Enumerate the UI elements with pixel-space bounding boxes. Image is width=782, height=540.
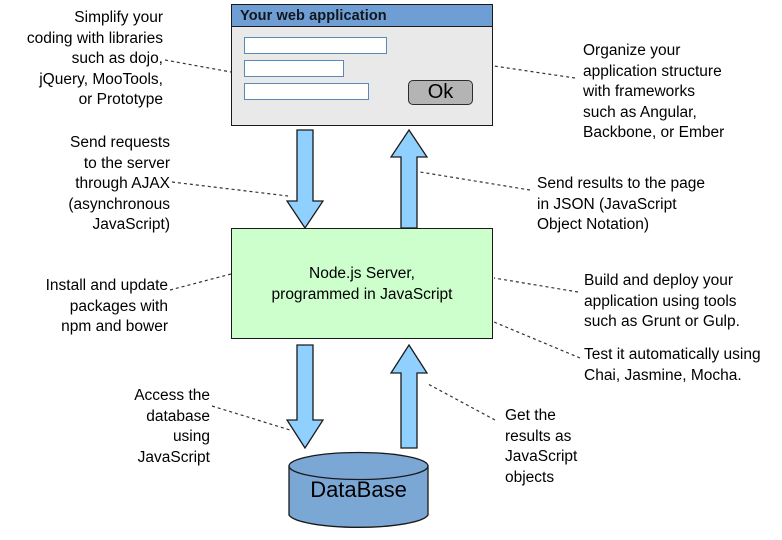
note-json: Send results to the page in JSON (JavaSc…	[537, 175, 706, 233]
connector-build	[493, 277, 579, 293]
server-label: Node.js Server, programmed in JavaScript	[271, 264, 453, 303]
connector-json	[419, 171, 531, 191]
window-body: Ok	[232, 27, 492, 125]
connector-packages	[169, 273, 232, 291]
web-application-window: Your web application Ok	[231, 4, 493, 126]
form-input-1[interactable]	[244, 37, 387, 54]
nodejs-server-box: Node.js Server, programmed in JavaScript	[231, 228, 493, 339]
connector-db-access	[211, 405, 291, 431]
connector-ajax	[171, 181, 289, 197]
server-to-web-arrow	[390, 129, 428, 229]
window-title: Your web application	[240, 7, 387, 24]
note-test: Test it automatically using Chai, Jasmin…	[584, 346, 761, 384]
connector-frameworks	[493, 65, 576, 79]
note-frameworks: Organize your application structure with…	[583, 42, 725, 141]
connector-libraries	[164, 59, 232, 73]
form-input-2[interactable]	[244, 60, 344, 77]
server-to-db-arrow	[286, 344, 324, 449]
db-to-server-arrow	[390, 344, 428, 449]
form-input-3[interactable]	[244, 83, 369, 100]
note-db-access: Access the database using JavaScript	[134, 387, 210, 466]
connector-test	[493, 321, 581, 359]
web-to-server-arrow	[286, 129, 324, 229]
window-titlebar: Your web application	[232, 5, 492, 27]
database-label: DataBase	[310, 477, 407, 502]
ok-button[interactable]: Ok	[408, 80, 473, 105]
connector-db-results	[427, 383, 496, 421]
note-packages: Install and update packages with npm and…	[45, 277, 168, 335]
note-ajax: Send requests to the server through AJAX…	[68, 134, 170, 233]
note-build: Build and deploy your application using …	[584, 272, 740, 330]
note-libraries: Simplify your coding with libraries such…	[26, 9, 163, 108]
note-db-results: Get the results as JavaScript objects	[505, 407, 578, 486]
database-cylinder: DataBase	[288, 451, 429, 530]
